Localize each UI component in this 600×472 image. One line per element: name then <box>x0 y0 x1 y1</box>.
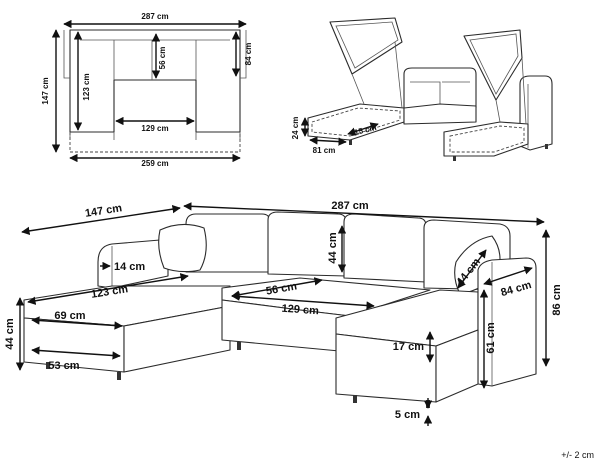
main-sofa-view: 147 cm 287 cm 14 cm 123 cm 56 cm 44 cm 1… <box>4 200 563 426</box>
main-arm-width-label: 14 cm <box>114 261 145 273</box>
top-arm-depth-label: 84 cm <box>244 43 253 66</box>
storage-view: 24 cm 81 cm 115 cm <box>291 17 553 161</box>
main-width-label: 287 cm <box>331 200 369 212</box>
main-inner-len-label: 53 cm <box>48 360 79 372</box>
main-side-height-label: 61 cm <box>485 322 497 353</box>
top-chaise-depth-label: 123 cm <box>82 73 91 100</box>
tolerance-note: +/- 2 cm <box>561 450 594 460</box>
main-back-height-label: 44 cm <box>327 232 339 263</box>
main-feet-label: 5 cm <box>395 409 420 421</box>
main-total-height-label: 86 cm <box>551 284 563 315</box>
main-seat-height-label: 44 cm <box>4 318 16 349</box>
main-chaise-len-label: 123 cm <box>90 283 129 301</box>
top-view-plan: 287 cm 147 cm 123 cm 56 cm 84 cm 129 cm … <box>41 12 253 168</box>
top-depth-label: 147 cm <box>41 77 50 104</box>
main-seat-thick-label: 17 cm <box>393 341 424 353</box>
top-seat-depth-label: 56 cm <box>158 47 167 70</box>
storage-height-label: 24 cm <box>291 117 300 140</box>
top-bottom-width-label: 259 cm <box>141 159 168 168</box>
main-chaise-width-label: 69 cm <box>54 310 85 322</box>
main-side-label: 147 cm <box>84 202 123 220</box>
storage-depth-label: 81 cm <box>313 146 336 155</box>
main-middle-width-label: 129 cm <box>281 303 319 318</box>
top-inner-width-label: 129 cm <box>141 124 168 133</box>
top-width-label: 287 cm <box>141 12 168 21</box>
